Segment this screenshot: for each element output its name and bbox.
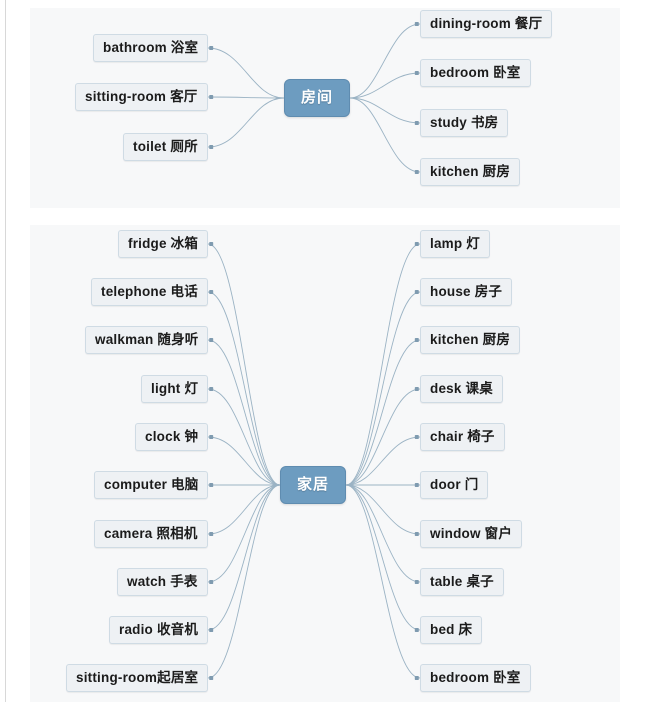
mindmap-node-home-right-7[interactable]: table 桌子 xyxy=(420,567,504,596)
mindmap-hub-home[interactable]: 家居 xyxy=(280,466,347,504)
mindmap-node-rooms-right-0[interactable]: dining-room 餐厅 xyxy=(420,9,553,38)
mindmap-node-rooms-left-0[interactable]: bathroom 浴室 xyxy=(93,33,209,62)
mindmap-node-home-left-7[interactable]: watch 手表 xyxy=(117,567,208,596)
mindmap-node-home-right-8[interactable]: bed 床 xyxy=(420,615,483,644)
mindmap-node-home-right-9[interactable]: bedroom 卧室 xyxy=(420,663,531,692)
mindmap-node-home-right-2[interactable]: kitchen 厨房 xyxy=(420,325,521,354)
mindmap-node-rooms-left-2[interactable]: toilet 厕所 xyxy=(123,132,208,161)
mindmap-node-home-left-6[interactable]: camera 照相机 xyxy=(94,519,208,548)
mindmap-node-home-left-2[interactable]: walkman 随身听 xyxy=(85,325,209,354)
mindmap-node-home-right-4[interactable]: chair 椅子 xyxy=(420,422,505,451)
mindmap-node-home-left-5[interactable]: computer 电脑 xyxy=(94,470,209,499)
mindmap-node-home-left-9[interactable]: sitting-room起居室 xyxy=(66,663,209,692)
mindmap-node-home-left-0[interactable]: fridge 冰箱 xyxy=(118,229,209,258)
mindmap-node-home-right-5[interactable]: door 门 xyxy=(420,470,489,499)
mindmap-node-home-left-1[interactable]: telephone 电话 xyxy=(91,277,208,306)
mindmap-node-home-right-1[interactable]: house 房子 xyxy=(420,277,513,306)
mindmap-node-rooms-right-1[interactable]: bedroom 卧室 xyxy=(420,58,531,87)
mindmap-node-home-right-3[interactable]: desk 课桌 xyxy=(420,374,503,403)
mindmap-node-home-left-8[interactable]: radio 收音机 xyxy=(109,615,209,644)
mindmap-node-home-left-3[interactable]: light 灯 xyxy=(141,374,209,403)
mindmap-hub-rooms[interactable]: 房间 xyxy=(284,79,351,117)
mindmap-node-home-right-0[interactable]: lamp 灯 xyxy=(420,229,490,258)
mindmap-node-home-right-6[interactable]: window 窗户 xyxy=(420,519,523,548)
mindmap-node-rooms-right-2[interactable]: study 书房 xyxy=(420,108,509,137)
page-left-rule xyxy=(5,0,6,702)
mindmap-node-home-left-4[interactable]: clock 钟 xyxy=(135,422,209,451)
mindmap-node-rooms-left-1[interactable]: sitting-room 客厅 xyxy=(75,82,208,111)
mindmap-node-rooms-right-3[interactable]: kitchen 厨房 xyxy=(420,157,521,186)
